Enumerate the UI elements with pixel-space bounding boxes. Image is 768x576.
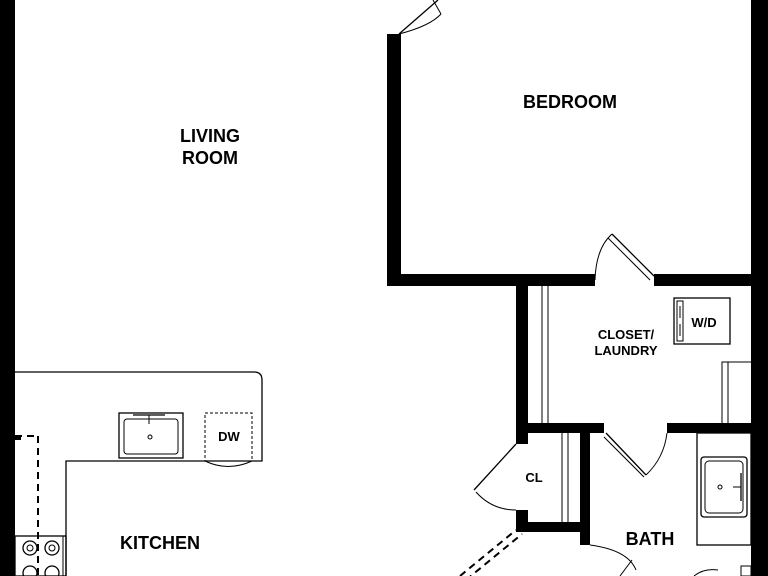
- stove-burner-2: [44, 540, 60, 556]
- kitchen-label: KITCHEN: [120, 533, 200, 553]
- wall-bedroom-bottom-right: [654, 274, 768, 286]
- bath-door-swing: [645, 432, 668, 476]
- wall-bedroom-left: [387, 34, 401, 286]
- counter-outline: [15, 371, 263, 576]
- wall-closet-left: [516, 286, 528, 444]
- entry-door-dashed-b: [469, 533, 523, 576]
- room-labels: LIVING ROOM BEDROOM CLOSET/ LAUNDRY CL K…: [120, 92, 717, 553]
- cl-door-swing: [475, 491, 517, 511]
- dishwasher-door-swing: [204, 460, 253, 467]
- bath-sink-basin: [704, 460, 744, 514]
- wall-bath-top: [667, 423, 768, 433]
- closet-door-swing: [594, 233, 613, 281]
- washer-dryer-box: [673, 297, 731, 345]
- cl-door-leaf: [473, 443, 517, 491]
- entry-door-dashed-a: [459, 529, 517, 576]
- stove-burner-3: [22, 565, 38, 576]
- kitchen-sink-basin: [123, 418, 179, 455]
- bath-sink-drain: [717, 484, 723, 490]
- closet-laundry-label-line2: LAUNDRY: [594, 343, 657, 358]
- bath-door-leaf: [605, 432, 647, 476]
- washer-dryer-label: W/D: [691, 315, 716, 330]
- living-room-label-line2: ROOM: [182, 148, 238, 168]
- bath-vanity: [696, 432, 752, 546]
- wall-right-exterior: [751, 0, 768, 576]
- bath-door-edge: [603, 436, 645, 478]
- washer-dryer-panel: [676, 300, 684, 342]
- toilet-edge: [693, 569, 719, 576]
- wall-left-exterior: [0, 0, 15, 576]
- wall-bath-left: [580, 433, 590, 545]
- bath-fixtures: [693, 432, 752, 576]
- kitchen-counter: [14, 371, 263, 576]
- wall-kitchen-stub: [15, 436, 21, 440]
- wall-cl-top: [516, 423, 604, 433]
- wall-cl-left-lower: [516, 510, 528, 532]
- closet-laundry-label-line1: CLOSET/: [598, 327, 655, 342]
- closet-small-label: CL: [525, 470, 542, 485]
- stove-burner-4: [44, 565, 60, 576]
- stove-burner-1: [22, 540, 38, 556]
- bedroom-door-swing: [398, 13, 442, 35]
- closet-door-edge: [607, 237, 651, 281]
- bedroom-door-leaf: [398, 0, 439, 35]
- stove-burner-1-inner: [26, 544, 34, 552]
- stove-box: [14, 535, 67, 576]
- bath-sink-outer: [700, 456, 748, 518]
- doors: [398, 0, 668, 576]
- dishwasher-label: DW: [218, 429, 240, 444]
- closet-door-leaf: [611, 233, 655, 277]
- bedroom-label: BEDROOM: [523, 92, 617, 112]
- bath-corner: [740, 565, 752, 576]
- stove-burner-2-inner: [48, 544, 56, 552]
- kitchen-sink-drain: [147, 434, 153, 440]
- wall-bedroom-bottom-left: [387, 274, 595, 286]
- washer-dryer: [673, 297, 731, 345]
- bath-lower-door-leaf: [619, 559, 633, 576]
- closet-details: [541, 286, 751, 522]
- dishwasher-box: [204, 412, 253, 462]
- wall-bedroom-top-stub: [387, 34, 399, 40]
- bedroom-door-jamb: [432, 0, 442, 15]
- bath-label: BATH: [626, 529, 675, 549]
- living-room-label-line1: LIVING: [180, 126, 240, 146]
- bath-lower-door-swing: [589, 544, 637, 571]
- kitchen-sink-outer: [118, 412, 184, 459]
- wall-cl-bottom: [516, 522, 590, 532]
- laundry-shelf: [721, 361, 751, 423]
